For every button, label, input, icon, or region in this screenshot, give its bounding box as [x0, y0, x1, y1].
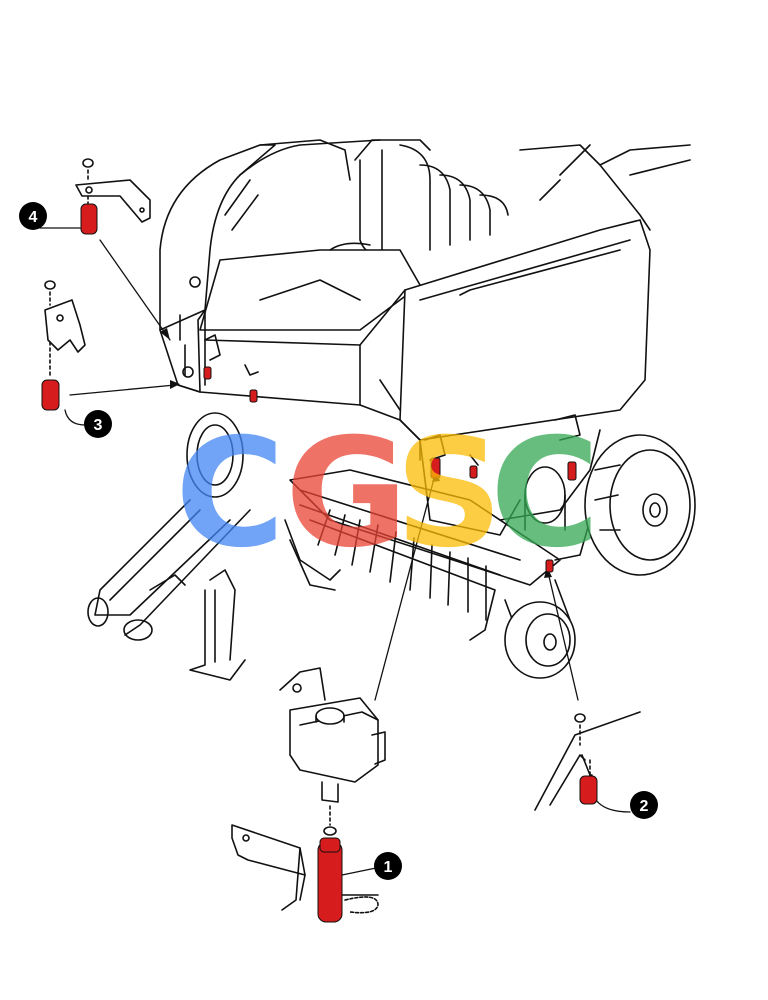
- callout-4-label: 4: [29, 209, 38, 226]
- gauge-wheel: [504, 601, 576, 679]
- main-wheel: [584, 434, 696, 576]
- part-1-cap: [319, 837, 341, 853]
- baler-machine: [87, 139, 691, 681]
- red-sensor-parts: [41, 203, 598, 923]
- callout-3-label: 3: [94, 417, 103, 434]
- leader-2-up: [547, 571, 579, 701]
- leader-3-tick: [64, 409, 86, 426]
- leader-1-tick: [341, 867, 377, 876]
- detail-sensor-2: [534, 711, 641, 811]
- callout-2-label: 2: [640, 798, 649, 815]
- leader-4: [99, 239, 171, 341]
- leader-1-up: [374, 474, 436, 701]
- part-2: [579, 775, 598, 805]
- arrowhead-3: [170, 380, 180, 389]
- part-small-a: [203, 366, 212, 380]
- callout-2: 2: [630, 791, 658, 819]
- watermark-letter-2: G: [285, 407, 408, 581]
- part-3: [41, 379, 60, 411]
- part-1: [317, 841, 343, 923]
- watermark-letter-1: C: [175, 407, 285, 581]
- detail-sensor-4: [75, 158, 151, 223]
- arrowhead-4: [160, 328, 170, 340]
- watermark: C G S C: [175, 407, 600, 581]
- part-small-d: [545, 559, 554, 573]
- part-small-c: [430, 457, 441, 479]
- detail-sensor-3: [44, 280, 86, 379]
- leader-lines: [39, 227, 631, 876]
- part-small-f: [469, 465, 478, 479]
- callout-1: 1: [374, 852, 402, 880]
- part-small-b: [249, 389, 258, 403]
- callout-3: 3: [84, 410, 112, 438]
- leader-3: [69, 384, 176, 396]
- watermark-letter-4: C: [490, 407, 600, 581]
- machine-detail-brackets: [204, 334, 581, 466]
- leader-2-tick: [595, 799, 631, 813]
- part-4: [80, 203, 98, 235]
- detail-sensor-1: [231, 667, 386, 914]
- part-small-e: [567, 461, 577, 481]
- callout-4: 4: [19, 202, 47, 230]
- watermark-letter-3: S: [395, 407, 503, 581]
- callout-1-label: 1: [384, 859, 393, 876]
